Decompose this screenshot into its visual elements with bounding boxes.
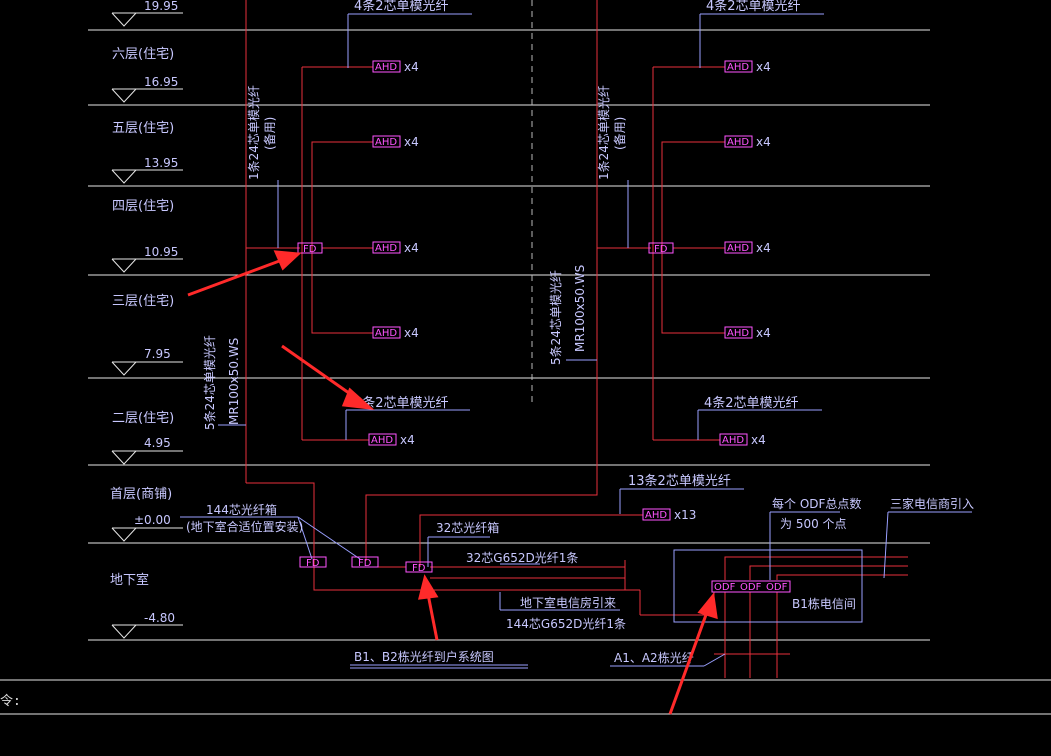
arrow-fd-left	[187, 258, 283, 297]
floor-4-name: 四层(住宅)	[112, 199, 174, 214]
trunk-left-conduit: MR100x50.WS	[227, 338, 241, 425]
arrow-head-icon	[697, 592, 718, 620]
ahd-qty: x4	[404, 135, 419, 149]
ahd-qty: x4	[404, 60, 419, 74]
ahd-tag: AHD	[727, 243, 749, 254]
fiber-wiring	[245, 0, 908, 678]
splice-144-note: (地下室合适位置安装)	[186, 519, 303, 534]
ahd-qty: x4	[404, 241, 419, 255]
ahd-tag: AHD	[645, 510, 667, 521]
ahd-qty: x4	[756, 135, 771, 149]
device-tags: AHD x4 AHD x4 AHD x4 AHD x4 AHD x4 AHD x4 AHD x…	[297, 60, 791, 593]
top-left-fiber-label: 4条2芯单模光纤	[354, 0, 449, 14]
ahd-tag: AHD	[727, 328, 749, 339]
ahd-qty: x4	[756, 326, 771, 340]
odf-total-label: 每个 ODF总点数	[772, 496, 861, 511]
ahd-qty: x13	[674, 508, 696, 522]
top-right-fiber-label: 4条2芯单模光纤	[706, 0, 801, 14]
fiber-13-label: 13条2芯单模光纤	[628, 473, 731, 489]
trunk-mid-label: 5条24芯单模光纤	[549, 270, 563, 365]
splice-32-label: 32芯光纤箱	[436, 520, 499, 535]
basement-room-label: 地下室电信房引来	[520, 595, 616, 610]
fd-tag: FD	[306, 558, 320, 569]
floor-5-name: 五层(住宅)	[112, 121, 174, 136]
command-line-prompt[interactable]: 令:	[0, 694, 21, 709]
riser-left-note: (备用)	[263, 117, 277, 150]
mid-left-fiber-label: 4条2芯单模光纤	[354, 395, 449, 411]
ahd-tag: AHD	[375, 137, 397, 148]
g652-32-label: 32芯G652D光纤1条	[466, 551, 578, 565]
leader-lines	[180, 13, 972, 669]
floor-6-name: 六层(住宅)	[112, 47, 174, 62]
ahd-tag: AHD	[722, 435, 744, 446]
telecom-in-label: 三家电信商引入	[890, 496, 974, 511]
riser-right-label: 1条24芯单模光纤	[597, 85, 611, 180]
ahd-qty: x4	[756, 60, 771, 74]
riser-right-note: (备用)	[613, 117, 627, 150]
ahd-tag: AHD	[727, 62, 749, 73]
g652-144-label: 144芯G652D光纤1条	[506, 617, 626, 631]
floor-1-name: 首层(商铺)	[110, 487, 172, 502]
trunk-mid-conduit: MR100x50.WS	[573, 265, 587, 352]
elevation-4-95: 4.95	[144, 436, 171, 450]
arrow-head-icon	[273, 250, 302, 271]
drawing-title: B1、B2栋光纤到户系统图	[354, 649, 494, 664]
ahd-tag: AHD	[375, 243, 397, 254]
floor-lines	[88, 29, 930, 641]
odf-count-label: 为 500 个点	[780, 517, 847, 531]
ahd-tag: AHD	[727, 137, 749, 148]
annotations: 4条2芯单模光纤 4条2芯单模光纤 1条24芯单模光纤 (备用) 1条24芯单模…	[186, 0, 974, 665]
a-fiber-label: A1、A2栋光纤	[614, 650, 694, 665]
ahd-qty: x4	[404, 326, 419, 340]
fd-tag: FD	[358, 558, 372, 569]
arrow-fiber-label	[281, 344, 357, 400]
basement-name: 地下室	[110, 572, 149, 588]
fd-tag: FD	[654, 244, 668, 255]
odf-tag: ODF	[740, 582, 762, 593]
elevation-minus-4-80: -4.80	[144, 611, 175, 625]
ahd-qty: x4	[756, 241, 771, 255]
mid-right-fiber-label: 4条2芯单模光纤	[704, 395, 799, 411]
arrow-head-icon	[418, 574, 439, 600]
ahd-tag: AHD	[375, 328, 397, 339]
b1-room-label: B1栋电信间	[792, 596, 856, 611]
floor-3-name: 三层(住宅)	[112, 294, 174, 309]
ahd-qty: x4	[400, 433, 415, 447]
fd-tag: FD	[303, 244, 317, 255]
splice-144-label: 144芯光纤箱	[206, 502, 277, 517]
elevation-16-95: 16.95	[144, 75, 178, 89]
floor-labels: 19.95 六层(住宅) 16.95 五层(住宅) 13.95 四层(住宅) 1…	[110, 0, 178, 625]
elevation-markers	[111, 12, 183, 639]
elevation-10-95: 10.95	[144, 245, 178, 259]
riser-left-label: 1条24芯单模光纤	[247, 85, 261, 180]
elevation-0-00: ±0.00	[134, 513, 171, 527]
odf-tag: ODF	[766, 582, 788, 593]
odf-tag: ODF	[714, 582, 736, 593]
arrow-fd-basement	[426, 593, 439, 641]
arrow-odf	[668, 611, 709, 715]
elevation-7-95: 7.95	[144, 347, 171, 361]
ahd-qty: x4	[751, 433, 766, 447]
trunk-left-label: 5条24芯单模光纤	[203, 335, 217, 430]
elevation-19-95: 19.95	[144, 0, 178, 13]
floor-2-name: 二层(住宅)	[112, 411, 174, 426]
ahd-tag: AHD	[371, 435, 393, 446]
elevation-13-95: 13.95	[144, 156, 178, 170]
fd-tag: FD	[412, 563, 426, 574]
arrow-head-icon	[341, 387, 375, 411]
callout-arrows	[187, 250, 718, 715]
ahd-tag: AHD	[375, 62, 397, 73]
